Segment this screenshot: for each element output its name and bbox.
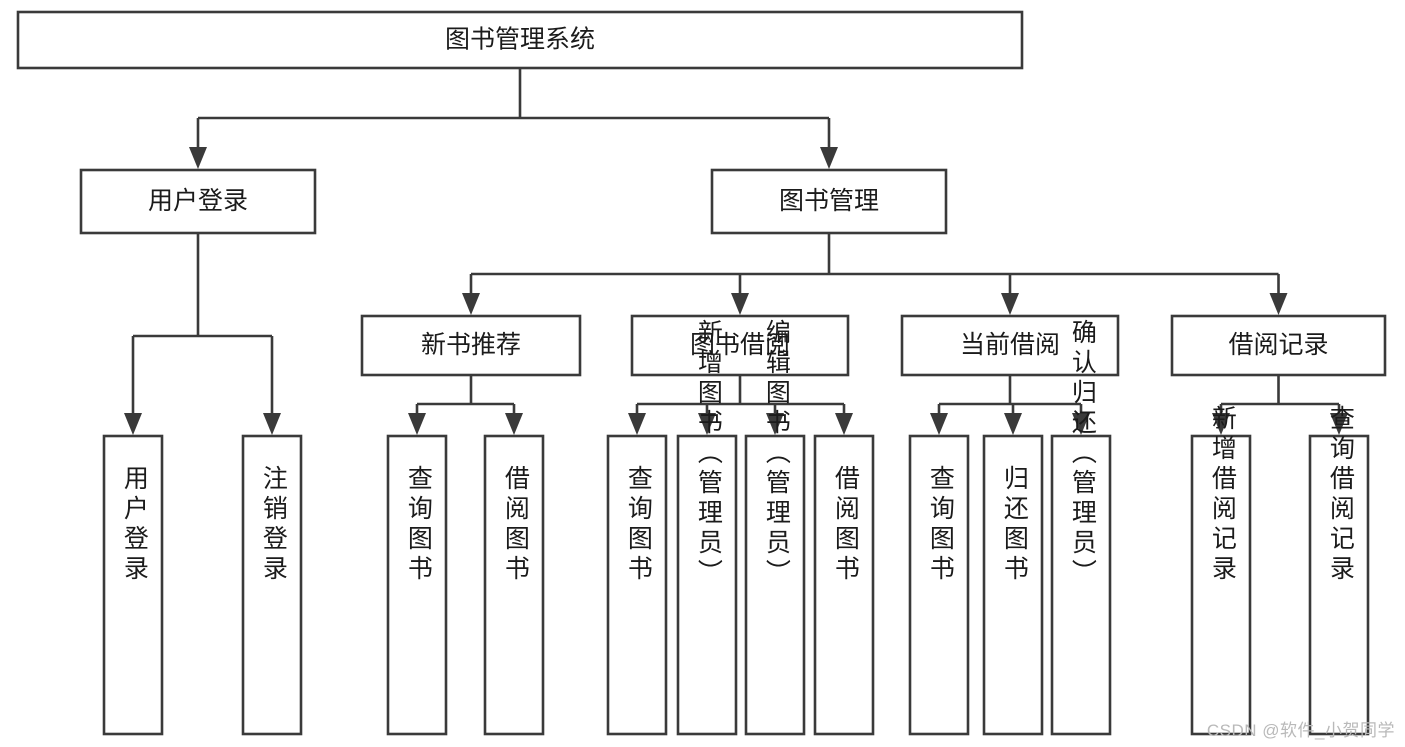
node-box-book-manage — [710, 168, 948, 235]
node-box-leaf-borrow-book-rec — [483, 434, 545, 736]
node-box-current-borrow — [900, 314, 1120, 377]
arrow-head-icon — [408, 413, 426, 435]
node-label-leaf-confirm-return: 确认归还（管理员） — [1068, 319, 1097, 589]
node-leaf-edit-book[interactable]: 编辑图书（管理员） — [744, 319, 806, 736]
node-label-leaf-add-record: 新增借阅记录 — [1208, 405, 1237, 585]
node-box-leaf-query-book-rec — [386, 434, 448, 736]
node-box-leaf-user-logout — [241, 434, 303, 736]
node-label-current-borrow: 当前借阅 — [960, 331, 1060, 359]
node-new-book-rec[interactable]: 新书推荐 — [360, 314, 582, 377]
node-label-leaf-query-book-rec: 查询图书 — [404, 465, 433, 585]
node-leaf-borrow-book-bb[interactable]: 借阅图书 — [813, 434, 875, 736]
arrow-head-icon — [263, 413, 281, 435]
node-label-book-manage: 图书管理 — [779, 187, 879, 215]
node-leaf-add-book[interactable]: 新增图书（管理员） — [676, 319, 738, 736]
arrow-head-icon — [1330, 413, 1348, 435]
node-box-new-book-rec — [360, 314, 582, 377]
node-box-leaf-query-book-cb — [908, 434, 970, 736]
node-box-leaf-edit-book — [744, 434, 806, 736]
node-leaf-confirm-return[interactable]: 确认归还（管理员） — [1050, 319, 1112, 736]
node-label-book-borrow: 图书借阅 — [690, 331, 790, 359]
arrow-head-icon — [505, 413, 523, 435]
node-label-root: 图书管理系统 — [445, 26, 595, 54]
arrow-head-icon — [835, 413, 853, 435]
node-label-leaf-borrow-book-rec: 借阅图书 — [501, 465, 530, 585]
node-label-leaf-query-record: 查询借阅记录 — [1326, 405, 1355, 585]
node-leaf-return-book[interactable]: 归还图书 — [982, 434, 1044, 736]
node-leaf-query-book-cb[interactable]: 查询图书 — [908, 434, 970, 736]
node-box-leaf-user-login — [102, 434, 164, 736]
node-label-leaf-return-book: 归还图书 — [1000, 465, 1029, 585]
arrow-head-icon — [628, 413, 646, 435]
node-box-leaf-borrow-book-bb — [813, 434, 875, 736]
node-label-leaf-edit-book: 编辑图书（管理员） — [762, 319, 791, 589]
node-leaf-add-record[interactable]: 新增借阅记录 — [1190, 405, 1252, 736]
node-box-leaf-confirm-return — [1050, 434, 1112, 736]
arrow-head-icon — [1212, 413, 1230, 435]
node-label-user-login: 用户登录 — [148, 187, 248, 215]
node-book-borrow[interactable]: 图书借阅 — [630, 314, 850, 377]
node-leaf-query-book-bb[interactable]: 查询图书 — [606, 434, 668, 736]
node-leaf-query-record[interactable]: 查询借阅记录 — [1308, 405, 1370, 736]
node-box-book-borrow — [630, 314, 850, 377]
node-label-leaf-add-book: 新增图书（管理员） — [694, 319, 723, 589]
node-label-leaf-query-book-cb: 查询图书 — [926, 465, 955, 585]
arrow-head-icon — [1072, 413, 1090, 435]
node-label-borrow-record: 借阅记录 — [1228, 331, 1328, 359]
arrow-head-icon — [1004, 413, 1022, 435]
node-box-leaf-add-record — [1190, 434, 1252, 736]
node-box-borrow-record — [1170, 314, 1387, 377]
node-box-user-login — [79, 168, 317, 235]
arrow-head-icon — [820, 147, 838, 169]
node-box-leaf-query-record — [1308, 434, 1370, 736]
node-box-leaf-query-book-bb — [606, 434, 668, 736]
arrow-head-icon — [698, 413, 716, 435]
node-leaf-user-logout[interactable]: 注销登录 — [241, 434, 303, 736]
arrow-head-icon — [189, 147, 207, 169]
node-book-manage[interactable]: 图书管理 — [710, 168, 948, 235]
arrow-head-icon — [462, 293, 480, 315]
node-boxes: 图书管理系统用户登录图书管理新书推荐图书借阅当前借阅借阅记录用户登录注销登录查询… — [16, 10, 1387, 736]
node-box-leaf-add-book — [676, 434, 738, 736]
connector-lines — [124, 68, 1348, 435]
arrow-head-icon — [731, 293, 749, 315]
node-label-leaf-borrow-book-bb: 借阅图书 — [831, 465, 860, 585]
arrow-head-icon — [766, 413, 784, 435]
arrow-head-icon — [124, 413, 142, 435]
arrow-head-icon — [1001, 293, 1019, 315]
node-leaf-user-login[interactable]: 用户登录 — [102, 434, 164, 736]
node-label-new-book-rec: 新书推荐 — [421, 331, 521, 359]
node-label-leaf-query-book-bb: 查询图书 — [624, 465, 653, 585]
node-leaf-query-book-rec[interactable]: 查询图书 — [386, 434, 448, 736]
node-current-borrow[interactable]: 当前借阅 — [900, 314, 1120, 377]
node-box-leaf-return-book — [982, 434, 1044, 736]
node-box-root — [16, 10, 1024, 70]
node-borrow-record[interactable]: 借阅记录 — [1170, 314, 1387, 377]
node-leaf-borrow-book-rec[interactable]: 借阅图书 — [483, 434, 545, 736]
arrow-head-icon — [1269, 293, 1288, 315]
node-root[interactable]: 图书管理系统 — [16, 10, 1024, 70]
arrow-head-icon — [930, 413, 948, 435]
node-label-leaf-user-login: 用户登录 — [120, 465, 149, 585]
node-label-leaf-user-logout: 注销登录 — [259, 465, 288, 585]
node-user-login[interactable]: 用户登录 — [79, 168, 317, 235]
